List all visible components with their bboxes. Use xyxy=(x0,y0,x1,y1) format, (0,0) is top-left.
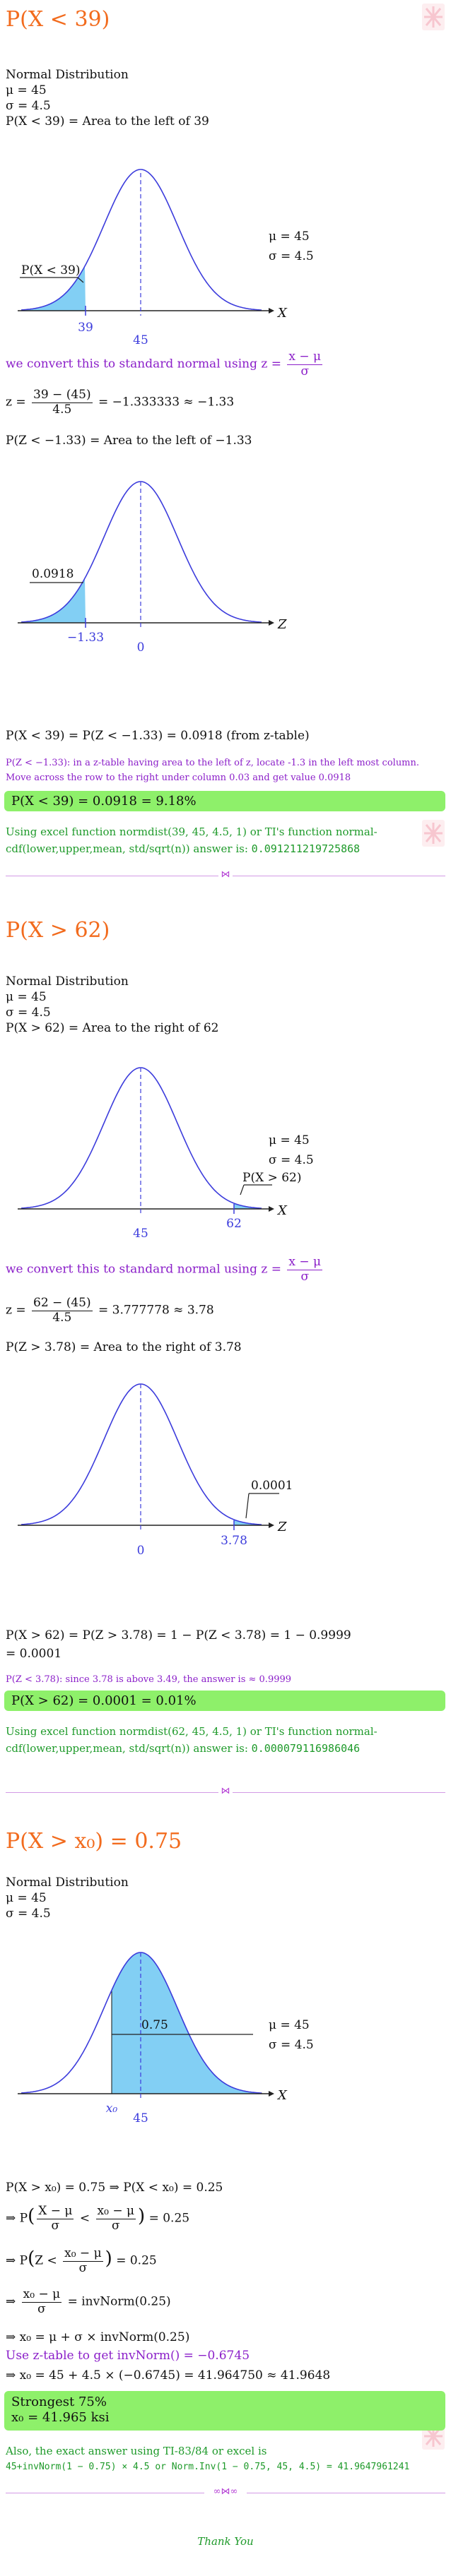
result-line: P(X > 62) = P(Z > 3.78) = 1 − P(Z < 3.78… xyxy=(6,1628,351,1642)
separator-ornament-icon: ⋈ xyxy=(218,869,233,880)
area-label: 0.75 xyxy=(141,2018,168,2032)
shaded-left-tail xyxy=(21,578,86,623)
pz-description: P(Z > 3.78) = Area to the right of 3.78 xyxy=(6,1340,242,1354)
shaded-right-tail xyxy=(234,1520,262,1525)
tail-label: P(X < 39) xyxy=(21,263,81,278)
z-table-note: P(Z < −1.33): in a z-table having area t… xyxy=(6,758,420,783)
normal-curve xyxy=(20,169,262,311)
mean-tick: 45 xyxy=(133,2111,148,2125)
z-tick: 3.78 xyxy=(221,1534,247,1548)
tail-label: P(X > 62) xyxy=(242,1171,302,1185)
excel-explanation: Using excel function normdist(39, 45, 4.… xyxy=(6,825,377,855)
zero-tick: 0 xyxy=(137,640,145,655)
section2-title: P(X > 62) xyxy=(6,918,110,943)
sigma-value: σ = 4.5 xyxy=(6,1907,51,1921)
pz-description: P(Z < −1.33) = Area to the left of −1.33 xyxy=(6,434,252,448)
x-tick-62: 62 xyxy=(226,1217,242,1231)
x-axis-label: X xyxy=(276,2088,288,2103)
graph-sigma: σ = 4.5 xyxy=(269,249,314,263)
graph-mu: μ = 45 xyxy=(269,2018,310,2032)
normal-curve xyxy=(20,1067,262,1209)
convert-to-standard-normal: we convert this to standard normal using… xyxy=(6,350,323,378)
tail-label-line xyxy=(240,1184,245,1195)
thank-you: Thank You xyxy=(197,2535,254,2548)
convert-to-standard-normal: we convert this to standard normal using… xyxy=(6,1255,323,1284)
distribution-label: Normal Distribution xyxy=(6,974,129,989)
answer-highlight: P(X > 62) = 0.0001 = 0.01% xyxy=(4,1690,445,1711)
standard-normal-graph-2: 0.0001 3.78 0 Z xyxy=(18,1383,293,1558)
tail-label: 0.0918 xyxy=(32,567,74,581)
step-1: P(X > x₀) = 0.75 ⇒ P(X < x₀) = 0.25 xyxy=(6,2181,223,2195)
separator-ornament-icon: ∞⋈∞ xyxy=(204,2486,247,2497)
corner-logo-icon xyxy=(422,4,445,30)
graph-mu: μ = 45 xyxy=(269,1133,310,1147)
graph-sigma: σ = 4.5 xyxy=(269,1153,314,1167)
normal-curve xyxy=(20,1383,262,1525)
x0-tick: x₀ xyxy=(106,2101,118,2116)
step-6: ⇒ x₀ = 45 + 4.5 × (−0.6745) = 41.964750 … xyxy=(6,2368,331,2383)
mean-tick: 45 xyxy=(133,333,148,346)
standard-normal-graph-1: 0.0918 −1.33 0 Z xyxy=(18,481,287,655)
mu-value: μ = 45 xyxy=(6,1891,47,1905)
distribution-label: Normal Distribution xyxy=(6,68,129,82)
x-axis-label: X xyxy=(276,306,288,321)
area-description: P(X < 39) = Area to the left of 39 xyxy=(6,114,209,129)
step-5: ⇒ x₀ = μ + σ × invNorm(0.25) xyxy=(6,2330,190,2344)
x-tick-39: 39 xyxy=(78,321,93,335)
z-score-calculation: z = 39 − (45)4.5 = −1.333333 ≈ −1.33 xyxy=(6,388,235,417)
tail-label-line xyxy=(245,1493,250,1519)
mean-tick: 45 xyxy=(133,1227,148,1241)
section1-title: P(X < 39) xyxy=(6,7,110,32)
z-axis-label: Z xyxy=(277,617,287,632)
area-description: P(X > 62) = Area to the right of 62 xyxy=(6,1021,219,1035)
answer-highlight: P(X < 39) = 0.0918 = 9.18% xyxy=(4,791,445,811)
shaded-right-tail xyxy=(234,1203,262,1209)
normal-curve-graph-3: 0.75 x₀ 45 X μ = 45 σ = 4.5 xyxy=(18,1952,314,2125)
zero-tick: 0 xyxy=(137,1544,145,1558)
mu-value: μ = 45 xyxy=(6,990,47,1004)
result-line: P(X < 39) = P(Z < −1.33) = 0.0918 (from … xyxy=(6,729,310,743)
excel-explanation: Using excel function normdist(62, 45, 4.… xyxy=(6,1725,377,1755)
normal-curve-graph-1: P(X < 39) 39 45 X μ = 45 σ = 4.5 xyxy=(18,169,314,346)
shaded-right-area xyxy=(111,1952,262,2094)
separator-ornament-icon: ⋈ xyxy=(218,1786,233,1796)
z-axis-label: Z xyxy=(277,1520,287,1534)
z-tick: −1.33 xyxy=(67,631,104,645)
normal-curve xyxy=(20,1952,262,2094)
z-table-note: Use z-table to get invNorm() = −0.6745 xyxy=(6,2349,250,2363)
z-table-note: P(Z < 3.78): since 3.78 is above 3.49, t… xyxy=(6,1674,292,1685)
exact-answer-text: Also, the exact answer using TI-83/84 or… xyxy=(6,2445,267,2457)
z-score-calculation: z = 62 − (45)4.5 = 3.777778 ≈ 3.78 xyxy=(6,1296,214,1325)
result-line-continued: = 0.0001 xyxy=(6,1647,62,1661)
section3-title: P(X > x₀) = 0.75 xyxy=(6,1829,182,1854)
normal-curve xyxy=(20,481,262,623)
graph-sigma: σ = 4.5 xyxy=(269,2038,314,2052)
shaded-left-tail xyxy=(21,266,86,311)
mu-value: μ = 45 xyxy=(6,83,47,97)
tail-label: 0.0001 xyxy=(251,1479,293,1493)
corner-logo-icon xyxy=(422,820,445,847)
answer-highlight: Strongest 75% x₀ = 41.965 ksi xyxy=(4,2391,445,2431)
normal-curve-graph-2: P(X > 62) 62 45 X μ = 45 σ = 4.5 xyxy=(18,1067,314,1241)
sigma-value: σ = 4.5 xyxy=(6,99,51,113)
distribution-label: Normal Distribution xyxy=(6,1876,129,1890)
sigma-value: σ = 4.5 xyxy=(6,1006,51,1020)
x-axis-label: X xyxy=(276,1203,288,1218)
exact-answer-formula: 45+invNorm(1 − 0.75) × 4.5 or Norm.Inv(1… xyxy=(6,2462,410,2472)
graph-mu: μ = 45 xyxy=(269,229,310,244)
